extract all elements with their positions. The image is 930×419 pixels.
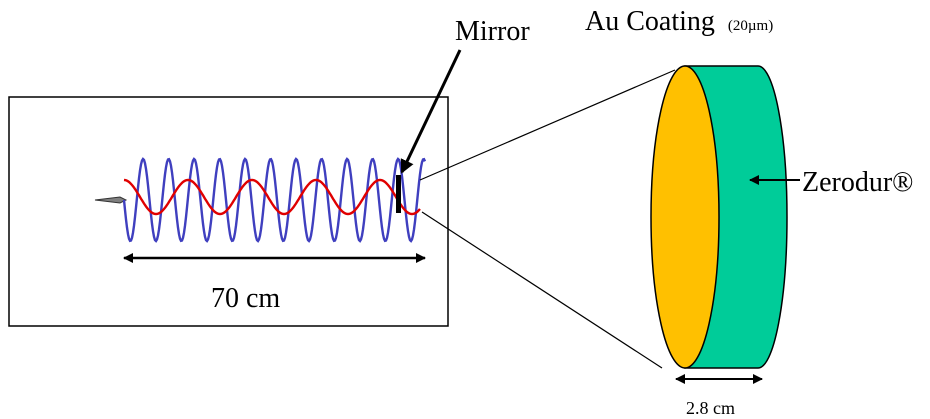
coating-label: Au Coating (20µm)	[585, 6, 773, 37]
zoom-line-top	[419, 69, 676, 181]
length-label: 70 cm	[211, 283, 280, 314]
zerodur-label: Zerodur®	[802, 167, 913, 198]
cavity-enclosure	[8, 96, 449, 327]
coating-main-label: Au Coating	[585, 6, 715, 37]
mirror-pointer-arrow	[400, 49, 462, 174]
mirror-disk	[650, 65, 788, 369]
fundamental-wave	[123, 178, 421, 216]
coating-thickness-label: (20µm)	[728, 18, 773, 34]
disk-thickness-label: 2.8 cm	[686, 398, 735, 418]
mirror-element	[396, 175, 401, 213]
zoom-line-bottom	[421, 211, 663, 369]
mirror-label: Mirror	[455, 16, 530, 47]
gold-coating-face	[650, 65, 720, 369]
fiber-probe	[94, 196, 128, 204]
